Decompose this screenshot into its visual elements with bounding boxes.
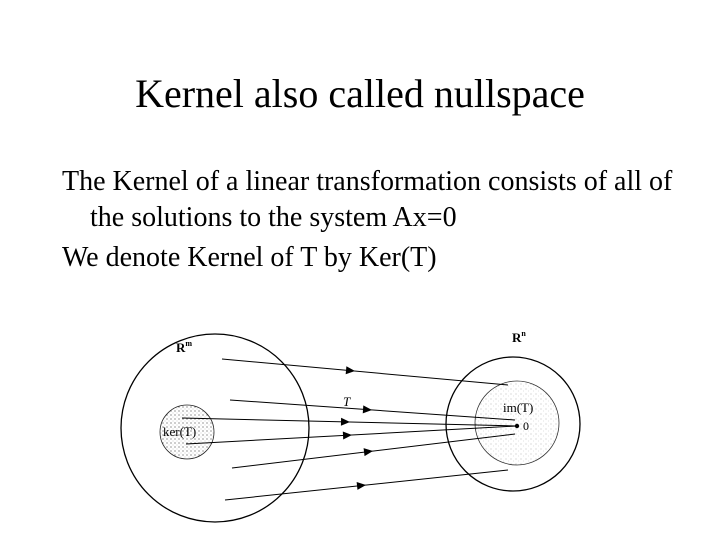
image-region (475, 381, 559, 465)
zero-vector-point (515, 424, 519, 428)
slide-body: The Kernel of a linear transformation co… (62, 164, 702, 276)
kernel-notation: We denote Kernel of T by Ker(T) (62, 240, 702, 276)
kernel-diagram: Rm Rn T ker(T) im(T) 0 (110, 322, 600, 540)
kernel-definition: The Kernel of a linear transformation co… (62, 164, 702, 236)
image-label: im(T) (503, 400, 533, 415)
map-label: T (343, 394, 351, 409)
slide-title: Kernel also called nullspace (0, 70, 720, 118)
kernel-label: ker(T) (163, 424, 196, 439)
codomain-label: Rn (512, 329, 526, 345)
mapping-arrowheads (341, 366, 374, 490)
kernel-diagram-svg: Rm Rn T ker(T) im(T) 0 (110, 322, 600, 540)
zero-label: 0 (523, 419, 529, 433)
